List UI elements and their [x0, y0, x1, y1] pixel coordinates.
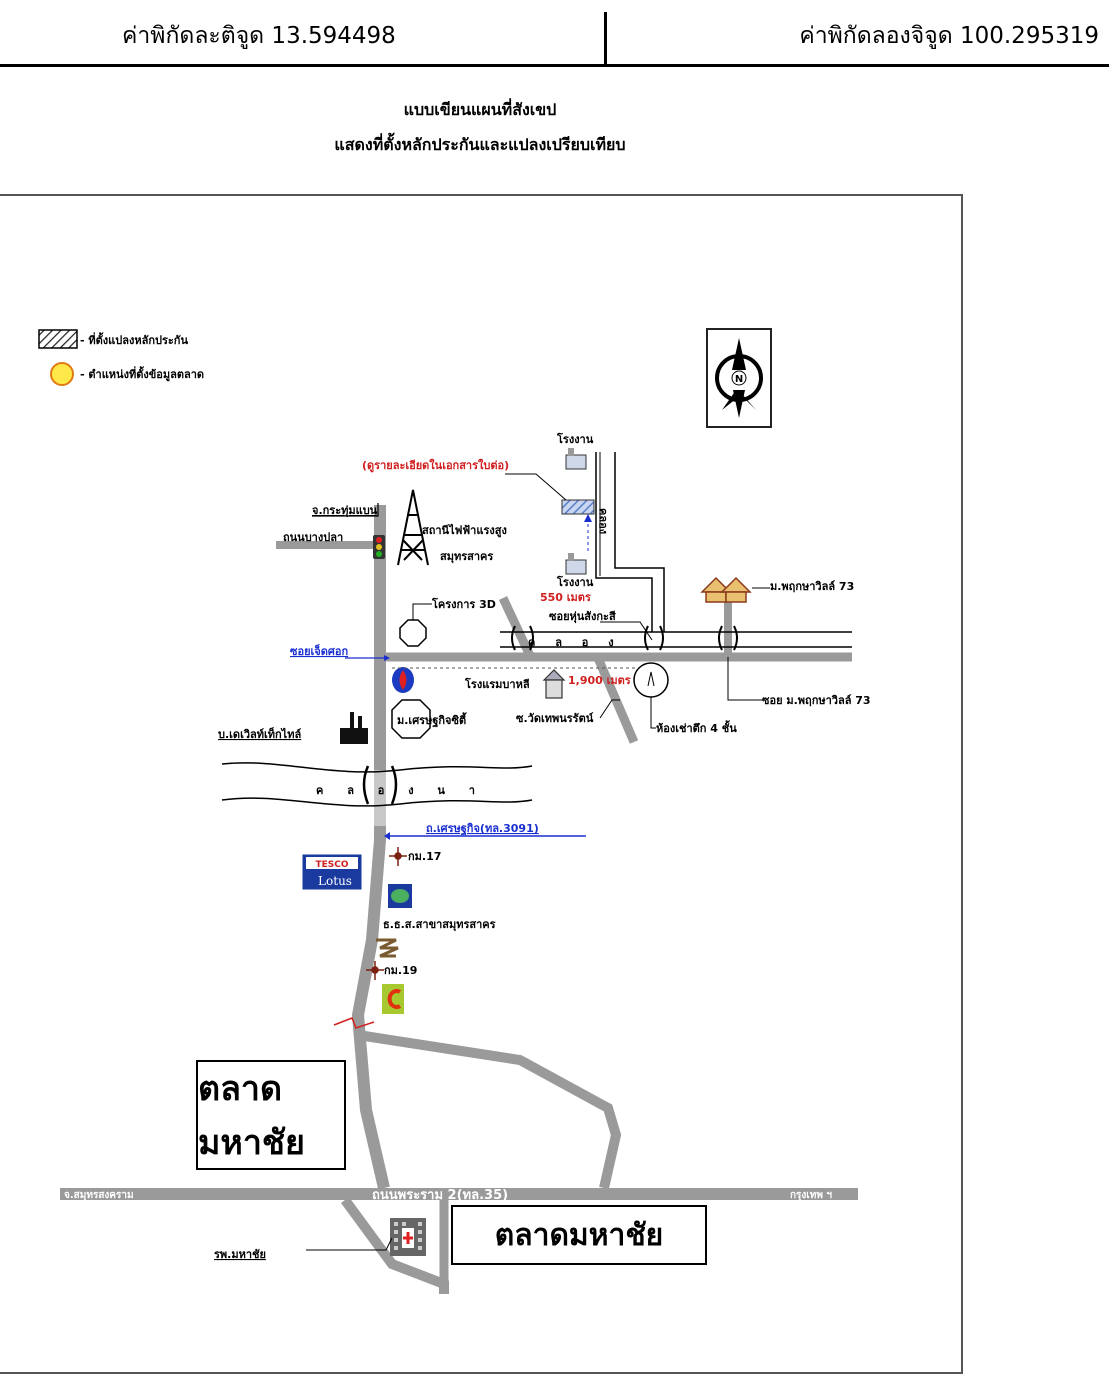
canal-lower-bank2: [221, 797, 533, 807]
label-km17: กม.17: [408, 850, 441, 863]
coordinate-header: ค่าพิกัดละติจูด 13.594498 ค่าพิกัดลองจิจ…: [0, 0, 1109, 67]
road-small-1: [498, 596, 537, 662]
north-arrow-box: N: [706, 328, 772, 428]
tesco-text: TESCO: [315, 860, 348, 870]
label-soi-pruksa: ซอย ม.พฤกษาวิลล์ 73: [762, 694, 871, 707]
bank-logo-icon: [376, 938, 399, 958]
legend: - ที่ตั้งแปลงหลักประกัน - ตำแหน่งที่ตั้ง…: [38, 329, 204, 386]
label-baac: ธ.ธ.ส.สาขาสมุทรสาคร: [383, 918, 496, 932]
traffic-light-icon: [373, 535, 385, 559]
label-hospital: รพ.มหาชัย: [214, 1248, 266, 1261]
legend-collateral: - ที่ตั้งแปลงหลักประกัน: [80, 332, 188, 347]
label-dewitt: บ.เดเวิลท์เท็กไทล์: [218, 727, 301, 741]
project-3d-icon: [399, 619, 427, 647]
settakit-city-icon: [391, 699, 431, 739]
label-samut-songkhram: จ.สมุทรสงคราม: [64, 1190, 134, 1201]
label-km19: กม.19: [384, 964, 417, 977]
compass-letter: N: [735, 374, 743, 385]
c-store-logo-icon: [382, 984, 404, 1014]
canal-right-bank: [614, 452, 665, 632]
tesco-lotus-logo: TESCO Lotus: [301, 853, 363, 891]
label-dorm: ห้องเช่าตึก 4 ชั้น: [656, 720, 737, 735]
power-tower-icon: [397, 489, 429, 566]
label-hotel: โรงแรมบาหลี: [464, 677, 530, 691]
arrow-hospital: [306, 1237, 393, 1251]
dorm-marker: [633, 662, 669, 698]
km19-marker-icon: [366, 961, 384, 980]
canals: [221, 452, 852, 807]
bridge-upper-2: [644, 625, 664, 651]
label-factory-top: โรงงาน: [556, 432, 594, 446]
dewitt-factory-icon: [340, 712, 368, 744]
label-soi-hoon: ซอยหุ่นสังกะสี: [549, 610, 616, 624]
km17-marker-icon: [389, 847, 407, 866]
bridge-upper-1: [511, 625, 534, 651]
map-subtitle: แสดงที่ตั้งหลักประกันและแปลงเปรียบเทียบ: [334, 135, 626, 154]
lotus-text: Lotus: [318, 874, 352, 888]
label-settakit-city: ม.เศรษฐกิจซิตี้: [397, 712, 467, 728]
label-bangkok: กรุงเทพ ฯ: [790, 1190, 832, 1201]
hospital-icon: [390, 1218, 426, 1256]
factory-top-icon: [565, 448, 587, 470]
compass-icon: N: [715, 338, 763, 418]
legend-market: - ตำแหน่งที่ตั้งข้อมูลตลาด: [80, 366, 204, 382]
label-krathum: จ.กระทุ่มแบน: [312, 504, 378, 518]
legend-market-circle: [50, 362, 74, 386]
label-soi-jed: ซอยเจ็ดศอก: [290, 644, 348, 658]
bridge-lower: [362, 765, 398, 805]
legend-hatch-swatch: [38, 329, 78, 349]
canal-vertical-label: คลอง: [597, 508, 610, 534]
label-rama2: ถนนพระราม 2(ทล.35): [372, 1188, 508, 1203]
market-box-left: ตลาดมหาชัย: [196, 1060, 346, 1170]
label-main-road: ถ.เศรษฐกิจ(ทล.3091): [426, 822, 539, 836]
label-bangpla: ถนนบางปลา: [283, 531, 343, 544]
roads: [60, 505, 858, 1294]
arrow-soi-hoon: [600, 621, 653, 641]
canal-left-bank: [595, 452, 653, 632]
label-1900m: 1,900 เมตร: [568, 674, 631, 687]
hotel-icon: [542, 669, 566, 699]
canal-lower-label: ค ล อ ง น า: [316, 784, 485, 797]
market-box-right: ตลาดมหาชัย: [451, 1205, 707, 1265]
baac-logo-icon: [388, 884, 412, 908]
longitude-text: ค่าพิกัดลองจิจูด 100.295319: [799, 23, 1099, 49]
collateral-plot-marker: [561, 499, 595, 515]
road-break-mark: [333, 1017, 375, 1029]
map-title: แบบเขียนแผนที่สังเขป: [403, 100, 557, 119]
arrow-see-details: [505, 473, 567, 501]
label-see-details: (ดูรายละเอียดในเอกสารใบต่อ): [362, 458, 509, 473]
label-pruksa: ม.พฤกษาวิลล์ 73: [770, 580, 854, 593]
bridge-upper-3: [718, 625, 738, 651]
label-factory-mid: โรงงาน: [556, 575, 594, 589]
main-road-settakit: [351, 505, 390, 1190]
canal-lower-bank1: [221, 762, 533, 773]
header-divider: [604, 12, 607, 64]
canal-upper-label: ค ล อ ง: [528, 636, 622, 649]
power-station-line1: สถานีไฟฟ้าแรงสูง: [422, 523, 507, 538]
label-project-3d: โครงการ 3D: [431, 597, 496, 611]
arrow-550-up: [584, 514, 592, 522]
arrow-krathum: [312, 503, 379, 517]
power-station-line2: สมุทรสาคร: [440, 550, 493, 564]
label-550m: 550 เมตร: [540, 591, 591, 604]
house-icon: [700, 576, 752, 603]
road-loop: [357, 1030, 622, 1190]
ptt-logo-icon: [392, 667, 414, 693]
label-wat-soi: ซ.วัดเทพนรรัตน์: [516, 712, 594, 725]
latitude-text: ค่าพิกัดละติจูด 13.594498: [122, 23, 396, 49]
factory-mid-icon: [565, 553, 587, 575]
